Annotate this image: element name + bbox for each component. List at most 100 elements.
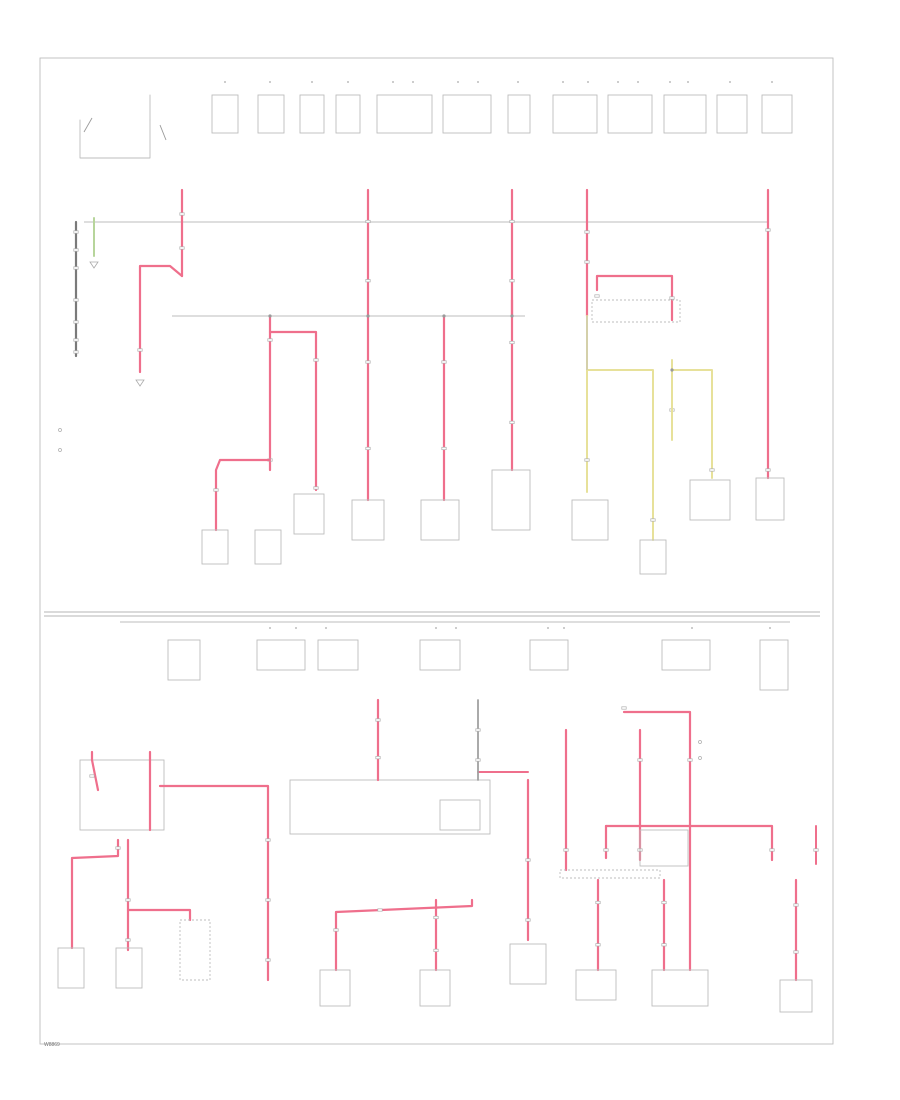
- connector-pin: [313, 358, 319, 362]
- fuse-relay-block: [376, 94, 433, 134]
- fuse-relay-block: [211, 94, 239, 134]
- legend-marker: [698, 756, 702, 760]
- power-wire: [334, 898, 474, 972]
- terminal-pin: [771, 81, 773, 83]
- component-box: [575, 969, 617, 1001]
- terminal-pin: [347, 81, 349, 83]
- connector-pin: [375, 718, 381, 722]
- splice-dot: [442, 314, 446, 318]
- power-wire: [158, 784, 270, 982]
- component-box: [57, 947, 85, 989]
- component-box: [529, 639, 569, 671]
- component-box: [167, 639, 201, 681]
- connector-pin: [365, 446, 371, 451]
- diagram-code: W8869: [44, 1042, 60, 1048]
- fuse-relay-block: [552, 94, 598, 134]
- connector-pin: [661, 900, 667, 905]
- connector-pin: [125, 938, 131, 942]
- component-box: [439, 799, 481, 831]
- power-wire: [138, 264, 184, 374]
- connector-pin: [793, 950, 799, 954]
- component-box: [759, 639, 789, 691]
- component-box: [419, 969, 451, 1007]
- terminal-pin: [563, 627, 565, 629]
- connector-pin: [73, 298, 79, 302]
- power-wire: [595, 274, 674, 322]
- connector-pin: [650, 518, 656, 522]
- fuse-relay-block: [299, 94, 325, 134]
- connector-pin: [661, 943, 667, 947]
- connector-pin: [584, 260, 590, 264]
- connector-pin: [525, 858, 531, 862]
- connector-pin: [595, 900, 601, 905]
- fuse-relay-block: [442, 94, 492, 134]
- connector-pin: [594, 294, 600, 298]
- ground-symbol: [89, 261, 99, 269]
- relay-outline: [591, 299, 681, 323]
- legend-marker: [58, 428, 62, 432]
- terminal-pin: [562, 81, 564, 83]
- terminal-pin: [687, 81, 689, 83]
- component-box: [689, 479, 731, 521]
- terminal-pin: [587, 81, 589, 83]
- power-wire: [268, 330, 318, 492]
- connector-pin: [73, 350, 79, 354]
- power-wire: [126, 908, 192, 922]
- terminal-pin: [392, 81, 394, 83]
- connector-pin: [813, 848, 819, 852]
- terminal-pin: [325, 627, 327, 629]
- fuse-relay-block: [716, 94, 748, 134]
- terminal-pin: [547, 627, 549, 629]
- component-box: [179, 919, 211, 981]
- connector-pin: [621, 706, 627, 710]
- component-box: [559, 869, 661, 879]
- terminal-pin: [457, 81, 459, 83]
- connector-pin: [73, 338, 79, 342]
- ground-symbol: [135, 379, 145, 387]
- connector-pin: [125, 898, 131, 902]
- terminal-pin: [691, 627, 693, 629]
- connector-pin: [793, 903, 799, 907]
- connector-pin: [669, 296, 675, 300]
- connector-pin: [441, 446, 447, 451]
- component-box: [571, 499, 609, 541]
- component-box: [201, 529, 229, 565]
- terminal-pin: [477, 81, 479, 83]
- connector-pin: [267, 338, 273, 342]
- component-box: [254, 529, 282, 565]
- connector-pin: [637, 758, 643, 762]
- connector-pin: [265, 838, 271, 842]
- terminal-pin: [517, 81, 519, 83]
- connector-pin: [115, 846, 121, 850]
- connector-pin: [765, 228, 771, 232]
- module-outline: [79, 759, 165, 831]
- splice-dot: [510, 314, 514, 318]
- terminal-pin: [269, 627, 271, 629]
- connector-pin: [509, 420, 515, 424]
- connector-pin: [509, 219, 515, 224]
- connector-pin: [765, 468, 771, 472]
- connector-pin: [433, 915, 439, 920]
- component-box: [755, 477, 785, 521]
- component-box: [639, 829, 689, 867]
- connector-pin: [525, 918, 531, 922]
- connector-pin: [89, 774, 95, 778]
- connector-pin: [584, 458, 590, 462]
- junction-outline: [289, 779, 491, 835]
- component-box: [419, 639, 461, 671]
- component-box: [351, 499, 385, 541]
- fuse-relay-block: [607, 94, 653, 134]
- component-box: [661, 639, 711, 671]
- component-box: [256, 639, 306, 671]
- terminal-pin: [224, 81, 226, 83]
- fuse-relay-block: [335, 94, 361, 134]
- power-wire: [90, 750, 100, 792]
- signal-wire: [586, 369, 654, 541]
- terminal-pin: [269, 81, 271, 83]
- power-wire: [214, 458, 272, 532]
- fuse-relay-block: [257, 94, 285, 134]
- connector-pin: [563, 848, 569, 852]
- power-wire: [70, 838, 120, 950]
